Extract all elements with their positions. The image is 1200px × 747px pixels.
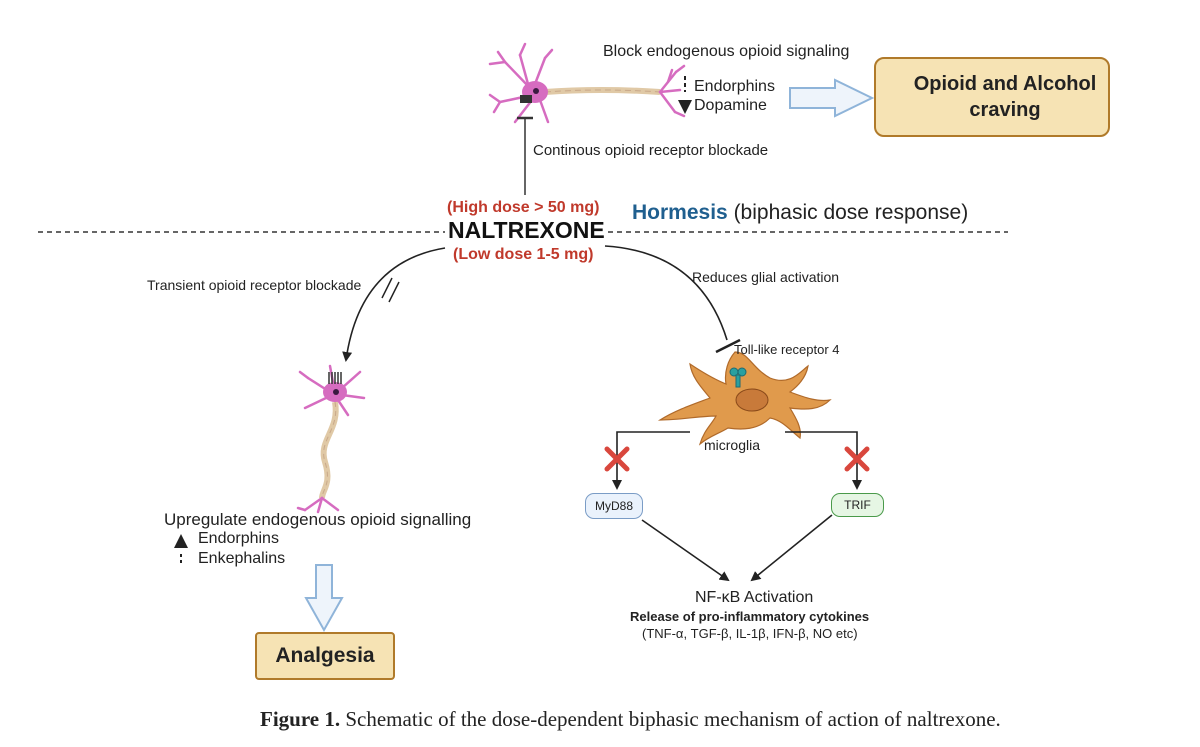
trif-box: TRIF xyxy=(831,493,884,517)
trif-path xyxy=(785,431,862,490)
enkephalins-label: Enkephalins xyxy=(198,550,286,567)
dopamine-down-arrow xyxy=(678,100,692,114)
glial-inhibit-curve xyxy=(604,245,728,341)
myd88-to-nfkb-arrow xyxy=(641,519,730,582)
drug-name: NALTREXONE xyxy=(448,217,605,243)
transient-arrow xyxy=(342,247,446,362)
figure-caption: Figure 1. Schematic of the dose-dependen… xyxy=(260,709,1001,730)
bottom-neuron xyxy=(296,364,366,514)
glial-label: Reduces glial activation xyxy=(692,269,840,285)
figure-label: Figure 1. xyxy=(260,707,341,731)
receptor-cluster-top xyxy=(520,95,532,103)
microglia-cell xyxy=(657,351,832,446)
myd88-path xyxy=(612,431,690,490)
craving-box: Opioid and Alcohol craving xyxy=(874,57,1110,137)
high-dose-label: (High dose > 50 mg) xyxy=(447,199,600,216)
myd88-box: MyD88 xyxy=(585,493,643,519)
continuous-blockade-label: Continous opioid receptor blockade xyxy=(533,142,769,159)
endorphins-top-label: Endorphins xyxy=(694,78,775,95)
low-dose-label: (Low dose 1-5 mg) xyxy=(453,246,594,263)
trif-block-icon xyxy=(844,446,870,472)
hormesis-word: Hormesis xyxy=(632,201,728,224)
hormesis-title: Hormesis (biphasic dose response) xyxy=(632,202,968,223)
endorphins-bottom-label: Endorphins xyxy=(198,530,279,547)
tlr4-label: Toll-like receptor 4 xyxy=(734,342,840,357)
craving-line1: Opioid and Alcohol xyxy=(913,72,1097,95)
analgesia-box: Analgesia xyxy=(255,632,395,680)
dopamine-label: Dopamine xyxy=(694,97,767,114)
nfkb-label: NF-κB Activation xyxy=(695,589,814,606)
myd88-block-icon xyxy=(604,446,630,472)
endorphins-up-arrow xyxy=(174,534,188,548)
transient-blockade-label: Transient opioid receptor blockade xyxy=(147,277,362,293)
upregulate-label: Upregulate endogenous opioid signalling xyxy=(164,510,472,529)
figure-caption-text: Schematic of the dose-dependent biphasic… xyxy=(345,707,1001,731)
microglia-label: microglia xyxy=(704,437,761,453)
transient-block-mark-2 xyxy=(388,281,400,303)
analgesia-hollow-arrow xyxy=(304,564,344,633)
hormesis-note: (biphasic dose response) xyxy=(733,201,969,224)
craving-hollow-arrow xyxy=(789,78,875,118)
trif-to-nfkb-arrow xyxy=(750,514,833,582)
top-caption: Block endogenous opioid signaling xyxy=(603,43,850,60)
tlr4-receptor-icon xyxy=(729,367,747,388)
receptor-cluster-bottom xyxy=(328,372,342,384)
craving-line2: craving xyxy=(969,98,1041,121)
transient-block-mark-1 xyxy=(381,277,393,299)
glial-inhibit-bar xyxy=(715,338,741,354)
release-label: Release of pro-inflammatory cytokines xyxy=(630,609,870,624)
cytokines-label: (TNF-α, TGF-β, IL-1β, IFN-β, NO etc) xyxy=(642,626,858,641)
